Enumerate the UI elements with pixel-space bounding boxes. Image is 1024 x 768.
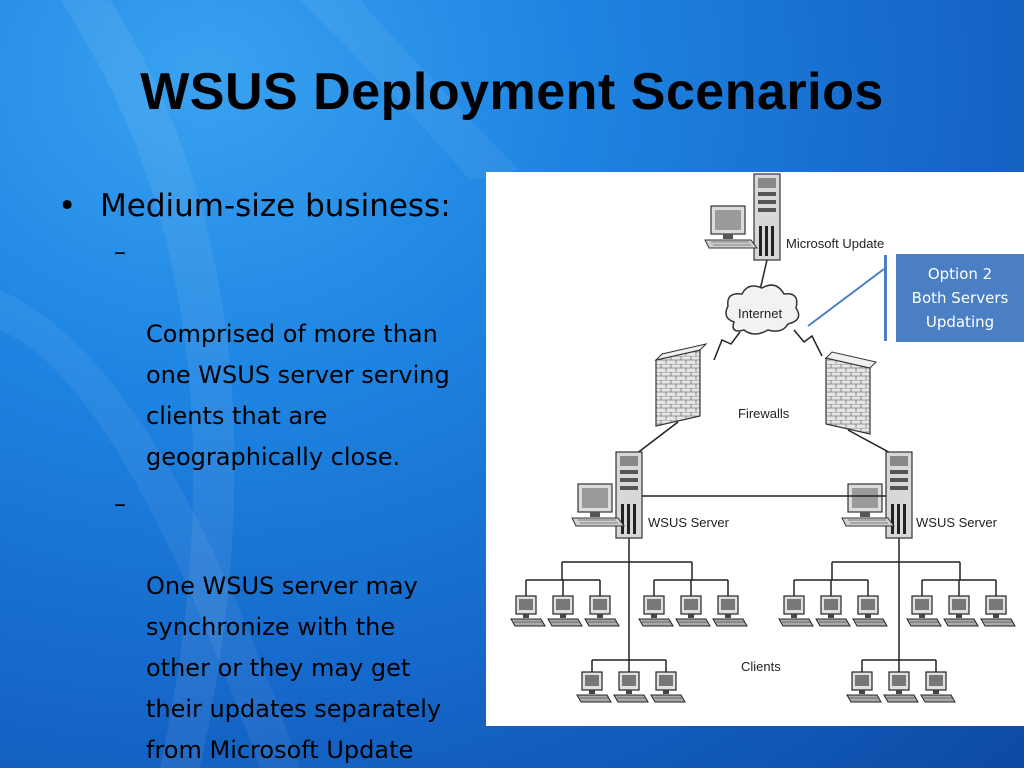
callout-line-1: Option 2 — [927, 265, 993, 283]
clients-label: Clients — [741, 659, 781, 674]
callout-pointer — [807, 268, 885, 327]
internet-label: Internet — [738, 306, 782, 321]
bullet-list: • Medium-size business: – Comprised of m… — [58, 186, 498, 768]
slide-title: WSUS Deployment Scenarios — [140, 63, 884, 121]
sub-bullet-marker: – — [114, 490, 126, 518]
bullet-marker: • — [58, 188, 77, 224]
left-client-tree — [525, 538, 729, 672]
microsoft-update-label: Microsoft Update — [786, 236, 884, 251]
network-diagram-graphic: Microsoft Update Internet Firewalls — [510, 173, 1016, 703]
firewall-right-icon — [825, 351, 877, 435]
sub-bullet-item: – One WSUS server may synchronize with t… — [58, 484, 498, 768]
internet-cloud-icon — [725, 284, 800, 335]
wsus-server-right-label: WSUS Server — [916, 515, 998, 530]
sub-bullet-marker: – — [114, 238, 126, 266]
firewall-left-icon — [654, 343, 708, 427]
client-computer-icons — [510, 595, 1016, 703]
microsoft-update-pc-icon — [704, 205, 758, 249]
microsoft-update-server-icon — [753, 173, 781, 261]
bullet-text: Medium-size business: — [100, 188, 451, 224]
sub-bullet-item: – Comprised of more than one WSUS server… — [58, 232, 498, 478]
sub-bullet-text: One WSUS server may synchronize with the… — [146, 572, 442, 764]
callout-line-2: Both Servers — [911, 289, 1009, 307]
bullet-item: • Medium-size business: — [58, 186, 498, 226]
right-client-tree — [793, 538, 997, 672]
firewalls-label: Firewalls — [738, 406, 790, 421]
wsus-server-left-label: WSUS Server — [648, 515, 730, 530]
sub-bullet-text: Comprised of more than one WSUS server s… — [146, 320, 450, 471]
callout-line-3: Updating — [925, 313, 995, 331]
option-callout: Option 2 Both Servers Updating — [896, 254, 1024, 342]
callout-bracket — [884, 255, 887, 341]
